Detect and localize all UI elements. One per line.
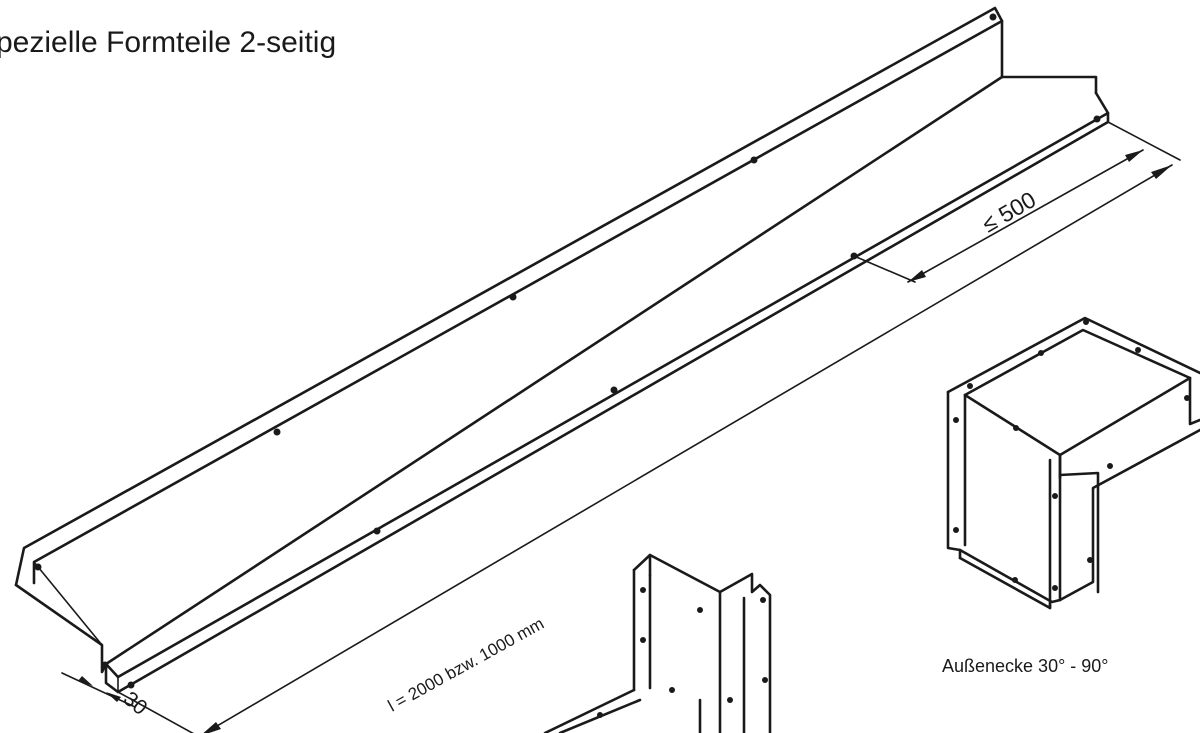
- rivet: [610, 386, 618, 394]
- rivet: [1038, 350, 1044, 356]
- profile-lower-flange: [104, 111, 1110, 694]
- rivet: [1012, 577, 1018, 583]
- overlap-label: ≤ 500: [978, 186, 1041, 237]
- rivet: [989, 13, 997, 21]
- rivet: [1087, 557, 1093, 563]
- rivet: [1052, 493, 1058, 499]
- outer-corner-bottom-flange: [958, 556, 1052, 610]
- corner-edge: [632, 553, 722, 733]
- corner-flange: [543, 688, 636, 733]
- length-label: l = 2000 bzw. 1000 mm: [385, 614, 548, 716]
- outer-corner-part: [946, 316, 1200, 610]
- profile-inner-edge: [33, 561, 103, 646]
- arrow-head: [78, 676, 93, 686]
- outer-corner-left-flange: [946, 390, 962, 560]
- arrow-head: [106, 692, 121, 702]
- rivet: [34, 563, 42, 571]
- rivet: [953, 417, 959, 423]
- outer-corner-right-flange: [1058, 428, 1200, 602]
- rivet: [1107, 463, 1113, 469]
- length-dimension-line: [203, 164, 1173, 733]
- overlap-dimension-line: [907, 149, 1144, 283]
- rivet: [597, 712, 603, 718]
- outer-corner-label: Außenecke 30° - 90°: [942, 656, 1109, 676]
- rivet: [640, 587, 646, 593]
- length-extension-line-2: [1107, 121, 1181, 161]
- length-extension-line: [117, 691, 194, 733]
- width-label: 30: [119, 687, 152, 720]
- profile-back-upstand: [14, 6, 1004, 587]
- rivet: [509, 293, 517, 301]
- long-profile-part: [14, 6, 1110, 694]
- outer-corner-bottom-edge: [958, 548, 1062, 604]
- rivet: [727, 697, 733, 703]
- rivet: [640, 637, 646, 643]
- inner-corner-part: [543, 553, 772, 733]
- rivet: [101, 661, 109, 669]
- rivet: [750, 156, 758, 164]
- width-dimension-line: [61, 672, 136, 708]
- rivet: [1013, 425, 1019, 431]
- outer-corner-top-back: [946, 316, 1200, 394]
- profile-left-flange: [14, 583, 108, 674]
- rivet: [373, 527, 381, 535]
- rivet: [967, 383, 973, 389]
- corner-edge: [718, 572, 772, 733]
- rivet: [1093, 115, 1101, 123]
- rivet: [697, 607, 703, 613]
- rivet: [127, 681, 135, 689]
- rivet: [1135, 347, 1141, 353]
- rivet: [669, 687, 675, 693]
- rivet: [760, 597, 766, 603]
- arrow-head: [1125, 150, 1143, 162]
- outer-corner-right-edge: [1058, 471, 1100, 594]
- arrow-head: [1151, 165, 1172, 179]
- profile-right-end: [1094, 91, 1110, 115]
- rivet: [1052, 585, 1058, 591]
- outer-corner-top-inner: [963, 328, 1192, 397]
- rivet: [762, 677, 768, 683]
- arrow-head: [908, 270, 926, 282]
- overlap-dimension: ≤ 500: [853, 149, 1144, 283]
- rivet: [953, 527, 959, 533]
- rivet: [1184, 395, 1190, 401]
- profile-bottom-fold: [104, 75, 1098, 666]
- outer-corner-side-edge: [1188, 376, 1200, 426]
- rivet: [1083, 319, 1089, 325]
- arrow-head: [203, 722, 221, 733]
- rivet: [273, 428, 281, 436]
- page-title: pezielle Formteile 2-seitig: [0, 26, 336, 59]
- overlap-extension-line: [853, 255, 916, 283]
- outer-corner-top-front: [963, 376, 1192, 457]
